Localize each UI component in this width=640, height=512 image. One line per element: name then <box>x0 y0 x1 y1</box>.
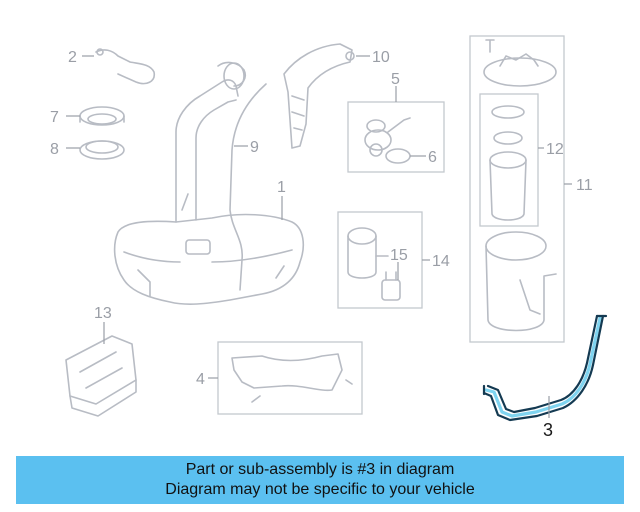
part-8-seal <box>79 140 125 160</box>
callout-12: 12 <box>546 141 564 158</box>
part-5-valve <box>364 117 411 157</box>
part-12-filter <box>489 105 527 221</box>
part-15-sensor <box>381 271 401 301</box>
callout-3: 3 <box>543 420 553 440</box>
callout-7: 7 <box>50 109 59 126</box>
part-14-sending-unit <box>347 227 389 279</box>
banner-line-2: Diagram may not be specific to your vehi… <box>165 481 475 498</box>
part-11-pump-assembly <box>483 39 557 332</box>
part-7-lock-ring <box>79 106 125 126</box>
part-12-frame <box>479 93 539 227</box>
part-3-fuel-tank-strap <box>482 314 608 422</box>
part-13-module <box>65 335 137 417</box>
part-2-hose <box>95 48 156 85</box>
callout-11: 11 <box>576 177 593 194</box>
part-10-heat-shield <box>283 43 355 149</box>
callout-15: 15 <box>390 247 408 264</box>
parts-diagram: 2 7 8 1 9 10 <box>50 35 608 440</box>
callout-4: 4 <box>196 371 205 388</box>
callout-6: 6 <box>428 149 437 166</box>
callout-1: 1 <box>277 179 286 196</box>
callout-2: 2 <box>68 49 77 66</box>
callout-14: 14 <box>432 253 450 270</box>
callout-10: 10 <box>372 49 390 66</box>
part-11-frame <box>469 35 565 343</box>
callout-8: 8 <box>50 141 59 158</box>
info-banner: Part or sub-assembly is #3 in diagram Di… <box>16 456 624 504</box>
part-4-bracket <box>231 353 353 403</box>
callout-13: 13 <box>94 305 112 322</box>
callout-9: 9 <box>250 139 259 156</box>
part-6-o-ring <box>385 148 411 164</box>
callout-5: 5 <box>391 71 400 88</box>
part-1-fuel-tank <box>113 61 305 305</box>
part-14-frame <box>337 211 423 309</box>
banner-line-1: Part or sub-assembly is #3 in diagram <box>185 461 455 478</box>
